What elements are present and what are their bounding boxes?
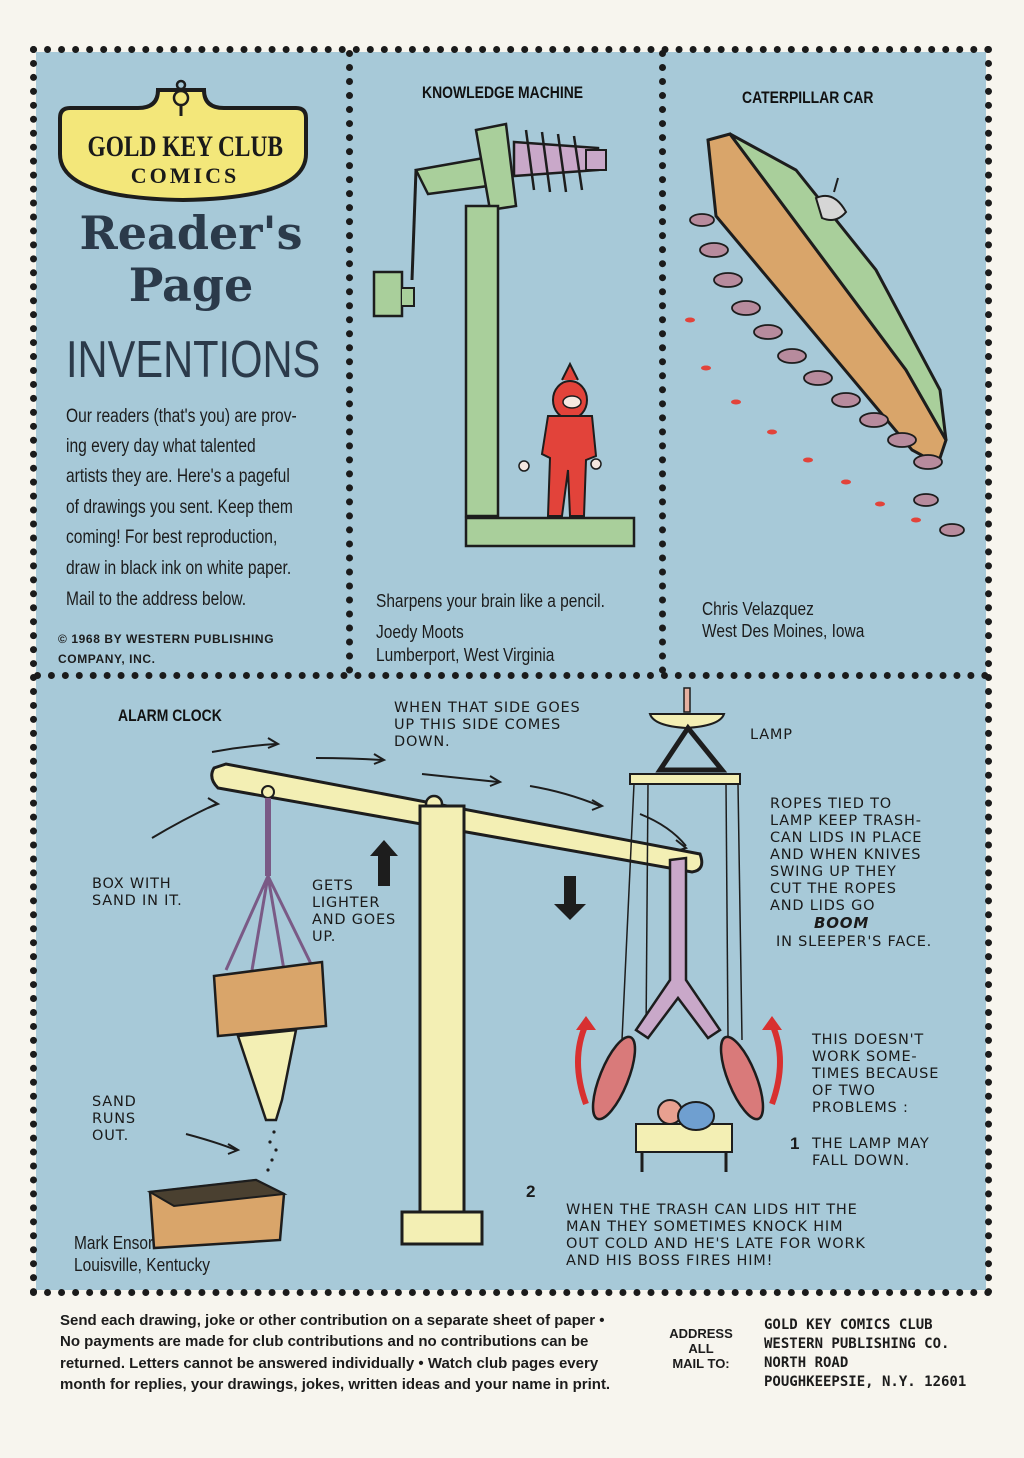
intro-line: artists they are. Here's a pageful [66,466,290,487]
knowledge-machine-location: Lumberport, West Virginia [376,645,555,665]
address-label: ADDRESS ALL MAIL TO: [666,1326,736,1371]
caterpillar-car-author: Chris Velazquez [702,599,814,619]
footer-line: returned. Letters cannot be answered ind… [60,1355,599,1372]
intro-line: coming! For best reproduction, [66,527,278,548]
divider-vertical-2 [659,50,666,674]
seesaw-note: WHEN THAT SIDE GOES UP THIS SIDE COMES D… [394,700,581,750]
problem2-note: WHEN THE TRASH CAN LIDS HIT THE MAN THEY… [566,1202,866,1269]
problem2-number: 2 [526,1182,536,1201]
sand-note: SAND RUNS OUT. [92,1094,137,1144]
address-label-line: MAIL TO: [672,1356,730,1371]
caterpillar-car-title: CATERPILLAR CAR [742,88,874,107]
knowledge-machine-author: Joedy Moots [376,622,464,642]
knowledge-machine-drawing [372,122,636,548]
copyright-line2: COMPANY, INC. [58,652,156,666]
footer-line: No payments are made for club contributi… [60,1333,589,1350]
intro-line: ing every day what talented [66,436,256,457]
address-label-line: ADDRESS [669,1326,733,1341]
logo-line2: COMICS [130,163,240,188]
caterpillar-car-location: West Des Moines, Iowa [702,621,865,641]
intro-line: Our readers (that's you) are prov- [66,406,297,427]
footer-line: month for replies, your drawings, jokes,… [60,1376,611,1393]
problems-note: THIS DOESN'T WORK SOME- TIMES BECAUSE OF… [812,1032,940,1116]
page-subtitle: INVENTIONS [66,331,321,389]
address-line: POUGHKEEPSIE, N.Y. 12601 [764,1374,967,1390]
caterpillar-car-drawing [685,132,965,537]
address-line: NORTH ROAD [764,1355,849,1371]
address-label-line: ALL [688,1341,714,1356]
alarm-clock-location: Louisville, Kentucky [74,1255,210,1275]
knowledge-machine-caption: Sharpens your brain like a pencil. [376,591,605,611]
ropes-note: ROPES TIED TO LAMP KEEP TRASH- CAN LIDS … [770,796,923,914]
copyright-line1: © 1968 BY WESTERN PUBLISHING [58,632,275,646]
page-title-line1: Reader's [79,206,303,260]
ropes-note-end: IN SLEEPER'S FACE. [776,934,933,950]
page-title-line2: Page [128,258,254,312]
divider-vertical-1 [346,50,353,674]
alarm-clock-author: Mark Ensor [74,1233,154,1253]
divider-horizontal [34,672,989,679]
address-line: GOLD KEY COMICS CLUB [764,1317,933,1333]
logo-line1: GOLD KEY CLUB [87,130,283,163]
problem1-note: THE LAMP MAY FALL DOWN. [812,1136,930,1169]
lamp-label: LAMP [750,727,793,743]
footer-line: Send each drawing, joke or other contrib… [60,1312,605,1329]
address-line: WESTERN PUBLISHING CO. [764,1336,950,1352]
alarm-clock-drawing [146,687,783,1250]
lighter-note: GETS LIGHTER AND GOES UP. [312,878,396,945]
problem1-number: 1 [790,1134,800,1153]
alarm-clock-title: ALARM CLOCK [118,706,222,725]
intro-line: draw in black ink on white paper. [66,558,292,579]
gold-key-logo [58,79,308,203]
box-note: BOX WITH SAND IN IT. [92,876,183,909]
intro-line: Mail to the address below. [66,589,247,610]
knowledge-machine-title: KNOWLEDGE MACHINE [422,83,584,102]
boom-label: BOOM [814,914,870,932]
intro-line: of drawings you sent. Keep them [66,497,293,518]
